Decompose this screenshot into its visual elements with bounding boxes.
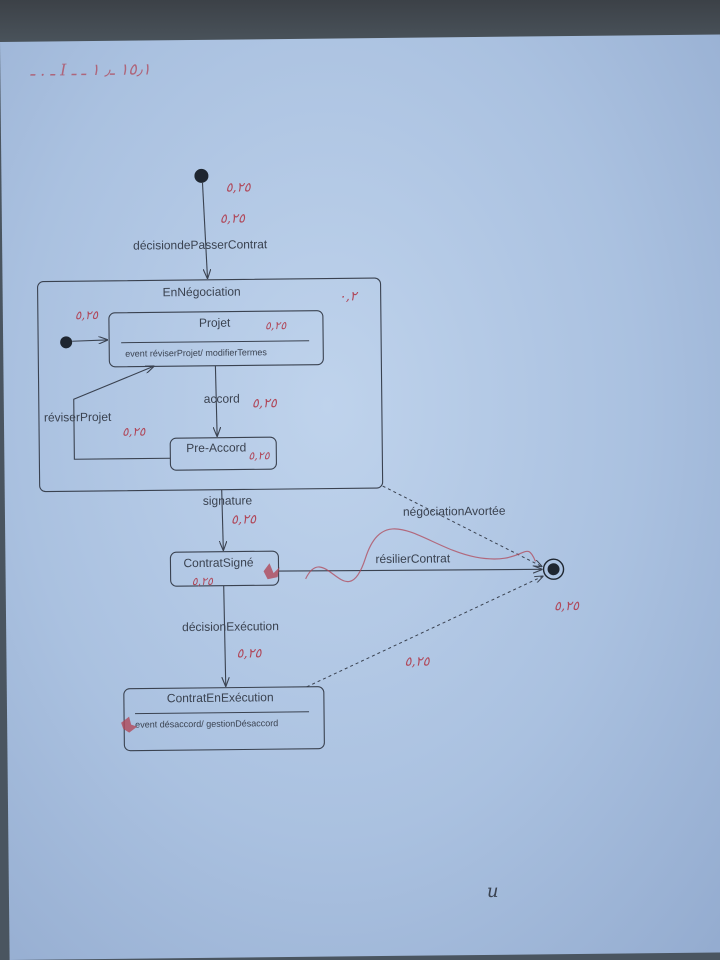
state-name-contrat-signe: ContratSigné [183, 555, 254, 570]
state-name-contrat-en-execution: ContratEnExécution [167, 690, 274, 705]
state-en-negociation [37, 277, 384, 493]
state-name-en-negociation: EnNégociation [163, 284, 241, 299]
red-blob-execution [121, 716, 138, 733]
execution-to-final-arrow [306, 576, 544, 688]
transition-label-negociation-avortee: négociationAvortée [403, 504, 506, 519]
mark-13: ٥,٢٥ [404, 655, 430, 670]
state-pre-accord [169, 436, 277, 471]
initial-state-node [194, 168, 209, 183]
mark-1: ٥,٢٥ [225, 180, 251, 195]
contrat-en-execution-divider [135, 711, 310, 715]
state-action-contrat-en-execution: event désaccord/ gestionDésaccord [135, 718, 278, 729]
transition-label-resilier: résilierContrat [375, 551, 450, 566]
mark-3: ٠,٢ [339, 289, 359, 304]
resilier-arrow [278, 568, 542, 572]
grading-marks: ٥,٢٥ ٥,٢٥ ٠,٢ ٥,٢٥ ٥,٢٥ ٥,٢٥ ٥,٢٥ ٥,٢٥ ٥… [75, 180, 580, 670]
mark-12: ٥,٢٥ [236, 646, 262, 661]
transition-label-signature: signature [203, 493, 253, 508]
final-state-outer [542, 558, 565, 580]
mark-2: ٥,٢٥ [220, 211, 246, 226]
transition-label-reviser: réviserProjet [44, 410, 112, 425]
paper-sheet: ـ . ـ I ١٥٫١ ـ٫ ١ ـ ـ décisiondePasserCo… [0, 34, 720, 960]
execution-arrow [224, 585, 226, 686]
mark-9: ٥,٢٥ [231, 512, 257, 527]
transition-label-execution: décisionExécution [182, 619, 279, 634]
mark-7: ٥,٢٥ [122, 424, 146, 438]
initial-transition-arrow [201, 182, 207, 278]
resilier-scribble [305, 528, 537, 583]
projet-divider [121, 340, 310, 344]
mark-11: ٥,٢٥ [554, 599, 580, 614]
red-blob-contrat-signe [263, 563, 280, 580]
header-scribble: ـ . ـ I ١٥٫١ ـ٫ ١ ـ ـ [29, 59, 151, 79]
reviser-loop-arrow [73, 366, 171, 460]
inner-initial-arrow [72, 340, 107, 341]
state-name-pre-accord: Pre-Accord [186, 440, 246, 455]
transition-label-initial: décisiondePasserContrat [133, 237, 268, 252]
state-name-projet: Projet [199, 316, 231, 330]
accord-arrow [215, 365, 217, 436]
signature-arrow [222, 489, 224, 550]
state-projet [108, 310, 324, 368]
transition-label-accord: accord [204, 392, 240, 406]
final-state-inner [547, 563, 560, 576]
inner-initial-node [60, 336, 73, 349]
mark-8: ٥,٢٥ [248, 449, 270, 462]
mark-6: ٥,٢٥ [252, 396, 278, 411]
mark-10: ٥,٢٥ [192, 575, 214, 588]
mark-4: ٥,٢٥ [75, 308, 99, 322]
state-diagram: ـ . ـ I ١٥٫١ ـ٫ ١ ـ ـ décisiondePasserCo… [29, 59, 580, 902]
state-contrat-en-execution [123, 686, 325, 752]
state-action-projet: event réviserProjet/ modifierTermes [125, 347, 267, 358]
mark-5: ٥,٢٥ [265, 319, 287, 332]
page-number: u [487, 881, 499, 902]
